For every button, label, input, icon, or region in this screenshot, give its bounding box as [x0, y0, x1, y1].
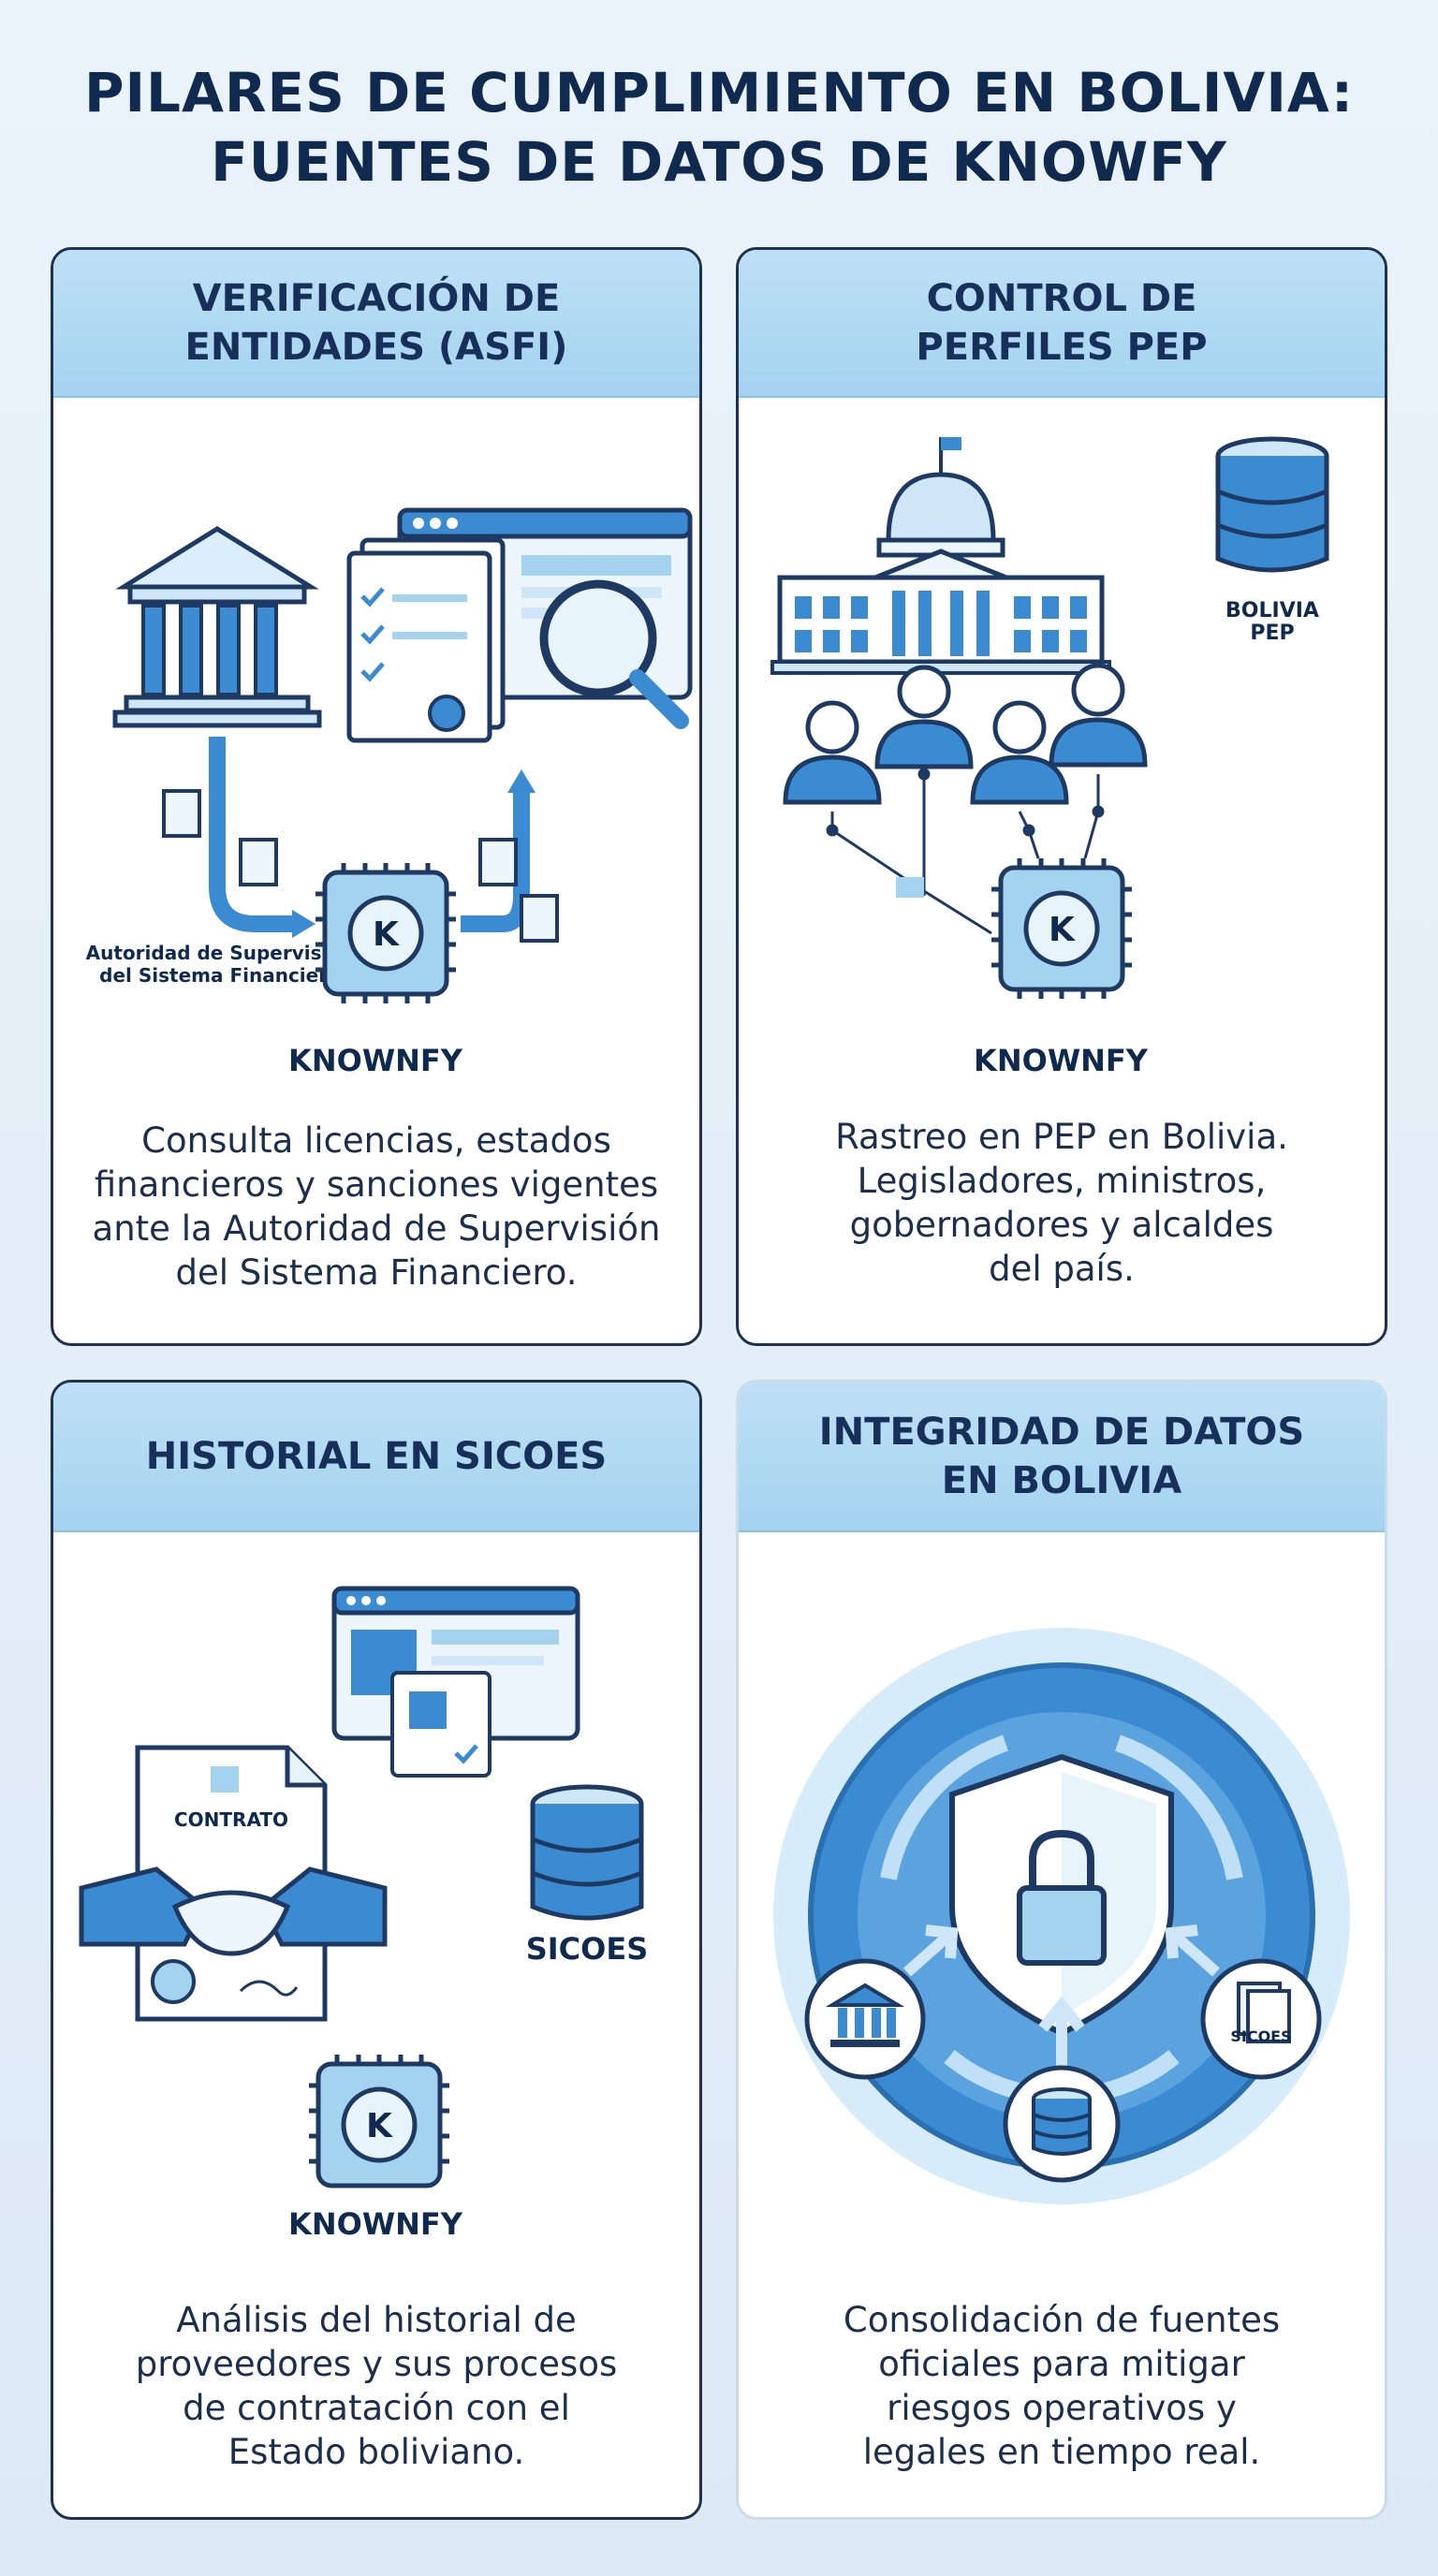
asfi-caption-line-2: del Sistema Financiero [99, 964, 341, 987]
card-pep-desc-line-4: del país. [989, 1249, 1135, 1289]
card-integrity-heading: INTEGRIDAD DE DATOS EN BOLIVIA [739, 1383, 1385, 1532]
pep-db-label-line-2: PEP [1250, 622, 1294, 645]
card-integrity-heading-line-1: INTEGRIDAD DE DATOS [818, 1411, 1305, 1454]
government-building-icon [770, 437, 1111, 675]
card-sicoes-desc-line-2: proveedores y sus procesos [135, 2344, 618, 2384]
svg-text:K: K [1049, 911, 1076, 949]
card-integrity: INTEGRIDAD DE DATOS EN BOLIVIA [736, 1380, 1387, 2520]
card-pep-illustration: BOLIVIA PEP K [770, 436, 1329, 1078]
card-sicoes-heading-line: HISTORIAL EN SICOES [145, 1435, 608, 1478]
card-integrity-desc-line-2: oficiales para mitigar [878, 2344, 1245, 2384]
card-asfi-description: Consulta licencias, estados financieros … [72, 1119, 681, 1295]
page-title: PILARES DE CUMPLIMIENTO EN BOLIVIA: FUEN… [0, 58, 1438, 197]
card-pep-desc-line-1: Rastreo en PEP en Bolivia. [835, 1117, 1288, 1157]
card-sicoes-description: Análisis del historial de proveedores y … [72, 2298, 681, 2474]
knownfy-chip-icon: K [315, 863, 456, 1003]
knownfy-chip-icon: K [991, 858, 1132, 999]
card-sicoes-illustration: CONTRATO SICOES K KNOWNFY [79, 1586, 649, 2242]
connection-lines [826, 768, 1105, 935]
card-pep: CONTROL DE PERFILES PEP [736, 247, 1387, 1346]
title-line-1: PILARES DE CUMPLIMIENTO EN BOLIVIA: [83, 61, 1355, 124]
card-pep-heading: CONTROL DE PERFILES PEP [739, 250, 1385, 398]
card-integrity-desc-line-3: riesgos operativos y [887, 2388, 1237, 2428]
sicoes-db-label: SICOES [526, 1931, 649, 1967]
contract-label: CONTRATO [174, 1808, 288, 1831]
shield-lock-icon [949, 1753, 1174, 2037]
card-sicoes-desc-line-4: Estado boliviano. [227, 2432, 525, 2472]
card-asfi-heading-line-2: ENTIDADES (ASFI) [184, 326, 568, 369]
card-pep-heading-line-1: CONTROL DE [926, 277, 1197, 320]
card-sicoes: HISTORIAL EN SICOES CONTRATO [51, 1380, 702, 2520]
card-integrity-desc-line-1: Consolidación de fuentes [843, 2300, 1281, 2340]
card-integrity-description: Consolidación de fuentes oficiales para … [757, 2298, 1366, 2474]
asfi-caption-line-1: Autoridad de Supervisión [86, 942, 355, 964]
card-pep-desc-line-2: Legisladores, ministros, [857, 1161, 1267, 1201]
pep-chip-label: KNOWNFY [974, 1043, 1149, 1078]
card-asfi-desc-line-1: Consulta licencias, estados [141, 1120, 611, 1161]
card-asfi-desc-line-4: del Sistema Financiero. [175, 1252, 578, 1293]
bank-icon [804, 1958, 926, 2080]
card-asfi-illustration: Autoridad de Supervisión del Sistema Fin… [86, 507, 693, 1078]
contract-handshake-icon [79, 1745, 388, 2022]
card-integrity-illustration: SICOES [773, 1628, 1350, 2204]
card-sicoes-desc-line-1: Análisis del historial de [176, 2300, 577, 2340]
data-flow-arrows [162, 737, 559, 943]
card-integrity-desc-line-4: legales en tiempo real. [862, 2432, 1261, 2472]
asfi-chip-label: KNOWNFY [288, 1043, 463, 1078]
pep-db-label-line-1: BOLIVIA [1225, 599, 1319, 622]
svg-text:K: K [373, 915, 400, 954]
arrow-icon [903, 1925, 1220, 2066]
card-pep-desc-line-3: gobernadores y alcaldes [849, 1205, 1274, 1245]
database-icon [1003, 2065, 1121, 2183]
bank-building-icon [112, 526, 322, 728]
card-asfi-heading-line-1: VERIFICACIÓN DE [192, 277, 561, 320]
database-icon [530, 1784, 644, 1921]
card-sicoes-heading: HISTORIAL EN SICOES [53, 1383, 699, 1532]
card-pep-heading-line-2: PERFILES PEP [916, 326, 1208, 369]
svg-text:K: K [366, 2107, 393, 2145]
database-icon [1215, 436, 1329, 573]
card-pep-description: Rastreo en PEP en Bolivia. Legisladores,… [757, 1115, 1366, 1291]
politicians-icon [783, 663, 1148, 805]
card-asfi: VERIFICACIÓN DE ENTIDADES (ASFI) Autorid… [51, 247, 702, 1346]
integrity-sicoes-badge-label: SICOES [1230, 2027, 1291, 2045]
sicoes-document-icon [1200, 1958, 1322, 2080]
card-asfi-heading: VERIFICACIÓN DE ENTIDADES (ASFI) [53, 250, 699, 398]
card-asfi-desc-line-2: financieros y sanciones vigentes [94, 1164, 659, 1205]
title-line-2: FUENTES DE DATOS DE KNOWFY [211, 130, 1227, 194]
card-sicoes-desc-line-3: de contratación con el [183, 2388, 570, 2428]
document-search-icon [346, 507, 693, 743]
knownfy-chip-icon: K [309, 2055, 449, 2188]
card-asfi-desc-line-3: ante la Autoridad de Supervisión [92, 1208, 661, 1249]
procurement-portal-icon [331, 1586, 580, 1778]
card-integrity-heading-line-2: EN BOLIVIA [941, 1459, 1182, 1502]
sicoes-chip-label: KNOWNFY [288, 2206, 463, 2242]
